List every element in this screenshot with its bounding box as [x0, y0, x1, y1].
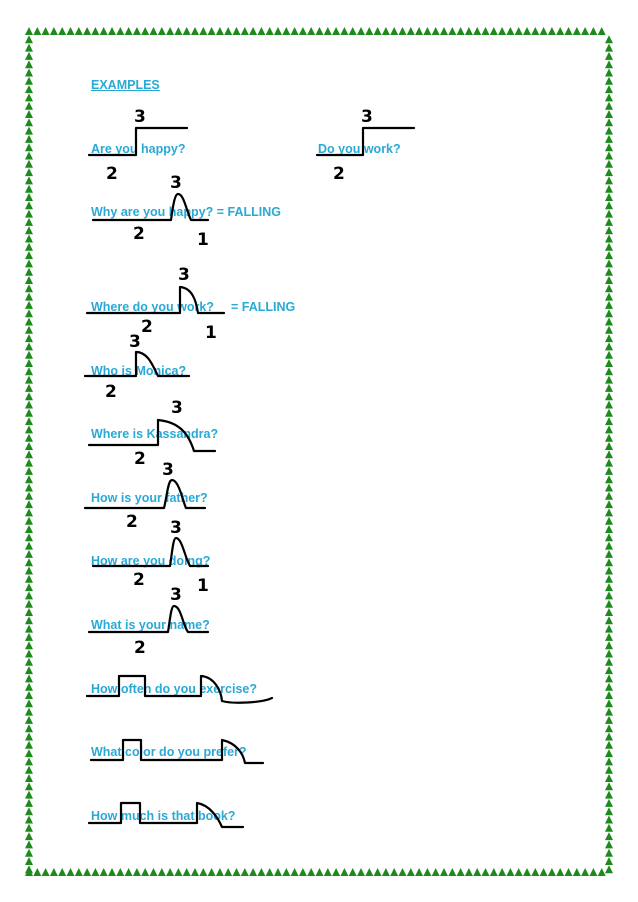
- sentence-do-you-work: Do you work?: [318, 142, 401, 156]
- sentence-how-are-you-doing: How are you doing?: [91, 554, 211, 568]
- sentence-are-you-happy: Are you happy?: [91, 142, 186, 156]
- sentence-how-is-your-father: How is your father?: [91, 491, 208, 505]
- sentence-how-much-is-that-book: How much is that book?: [91, 809, 236, 823]
- falling-label: = FALLING: [231, 300, 296, 314]
- sentence-why-are-you-happy: Why are you happy? = FALLING: [91, 205, 281, 219]
- sentence-text: Why are you happy?: [91, 205, 214, 219]
- falling-label: = FALLING: [213, 205, 281, 219]
- sentence-where-is-kassandra: Where is Kassandra?: [91, 427, 219, 441]
- sentence-where-do-you-work: Where do you work?: [91, 300, 214, 314]
- sentence-what-color-do-you-prefer: What color do you prefer?: [91, 745, 247, 759]
- sentence-who-is-monica: Who is Monica?: [91, 364, 187, 378]
- examples-heading: EXAMPLES: [91, 78, 160, 92]
- sentence-what-is-your-name: What is your name?: [91, 618, 210, 632]
- sentence-how-often-do-you-exercise: How often do you exercise?: [91, 682, 258, 696]
